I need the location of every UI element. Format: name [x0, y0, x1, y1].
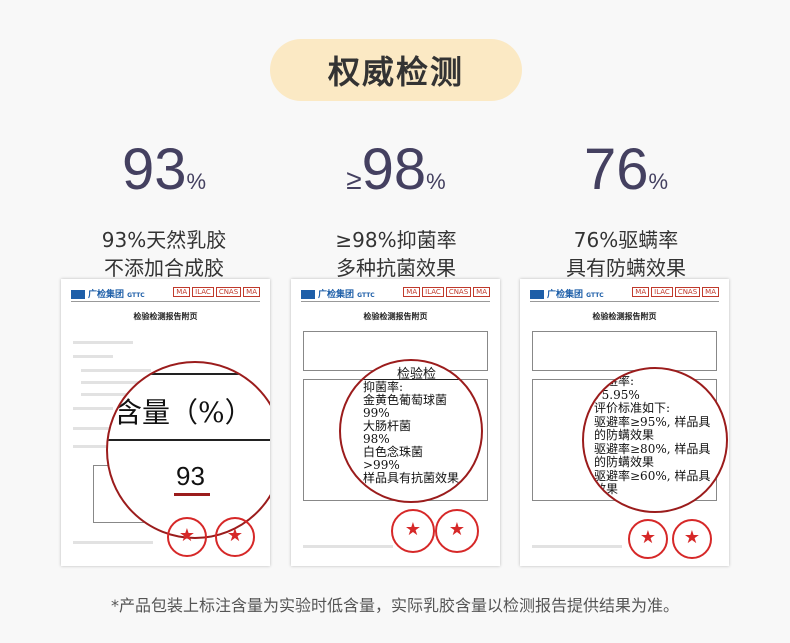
stat-line1: ≥98%抑菌率	[335, 228, 457, 252]
stat-line1: 76%驱螨率	[573, 228, 679, 252]
zoom-magnifier: 检验检 抑菌率: 金黄色葡萄球菌 99% 大肠杆菌 98% 白色念珠菌 >99%…	[339, 359, 483, 503]
gttc-logo-icon	[530, 290, 544, 299]
gttc-logo: 广检集团 GTTC	[530, 287, 604, 300]
zoom-magnifier: 含量（%） 93	[106, 361, 270, 539]
star-icon: ★	[683, 527, 701, 548]
gttc-logo-icon	[301, 290, 315, 299]
stat-antimite: 76% 76%驱螨率 具有防螨效果	[516, 140, 736, 282]
red-seal: ★	[672, 519, 712, 559]
star-icon: ★	[178, 525, 196, 546]
document-title: 检验检测报告附页	[133, 312, 198, 321]
star-icon: ★	[226, 525, 244, 546]
section-title: 权威检测	[270, 39, 522, 101]
document-title: 检验检测报告附页	[363, 312, 428, 321]
stat-number: 93%	[121, 137, 207, 202]
stat-line2: 不添加合成胶	[104, 256, 224, 280]
zoom-magnifier: 驱避率: 75.95% 评价标准如下: 驱避率≥95%, 样品具 的防螨效果 驱…	[582, 367, 728, 513]
stat-number: ≥98%	[346, 137, 446, 202]
red-seal: ★	[391, 509, 435, 553]
zoom-text-block: 抑菌率: 金黄色葡萄球菌 99% 大肠杆菌 98% 白色念珠菌 >99% 样品具…	[363, 380, 460, 485]
red-seal: ★	[628, 519, 668, 559]
zoom-value: 93	[176, 461, 205, 491]
zoom-text: 含量（%）	[114, 396, 253, 429]
stat-line2: 多种抗菌效果	[336, 256, 456, 280]
gttc-logo: 广检集团 GTTC	[71, 287, 145, 300]
stat-line1: 93%天然乳胶	[101, 228, 227, 252]
star-icon: ★	[448, 519, 466, 540]
stat-antibacterial: ≥98% ≥98%抑菌率 多种抗菌效果	[286, 140, 506, 282]
red-seal: ★	[435, 509, 479, 553]
red-seal: ★	[215, 517, 255, 557]
gttc-logo-icon	[71, 290, 85, 299]
zoom-text: 检验检	[397, 367, 437, 382]
document-title: 检验检测报告附页	[592, 312, 657, 321]
disclaimer-text: *产品包装上标注含量为实验时低含量，实际乳胶含量以检测报告提供结果为准。	[110, 596, 679, 615]
red-seal: ★	[167, 517, 207, 557]
star-icon: ★	[404, 519, 422, 540]
stat-latex: 93% 93%天然乳胶 不添加合成胶	[54, 140, 274, 282]
gttc-logo: 广检集团 GTTC	[301, 287, 375, 300]
stat-line2: 具有防螨效果	[566, 256, 686, 280]
stat-number: 76%	[583, 137, 669, 202]
zoom-text-block: 驱避率: 75.95% 评价标准如下: 驱避率≥95%, 样品具 的防螨效果 驱…	[594, 374, 711, 496]
star-icon: ★	[639, 527, 657, 548]
